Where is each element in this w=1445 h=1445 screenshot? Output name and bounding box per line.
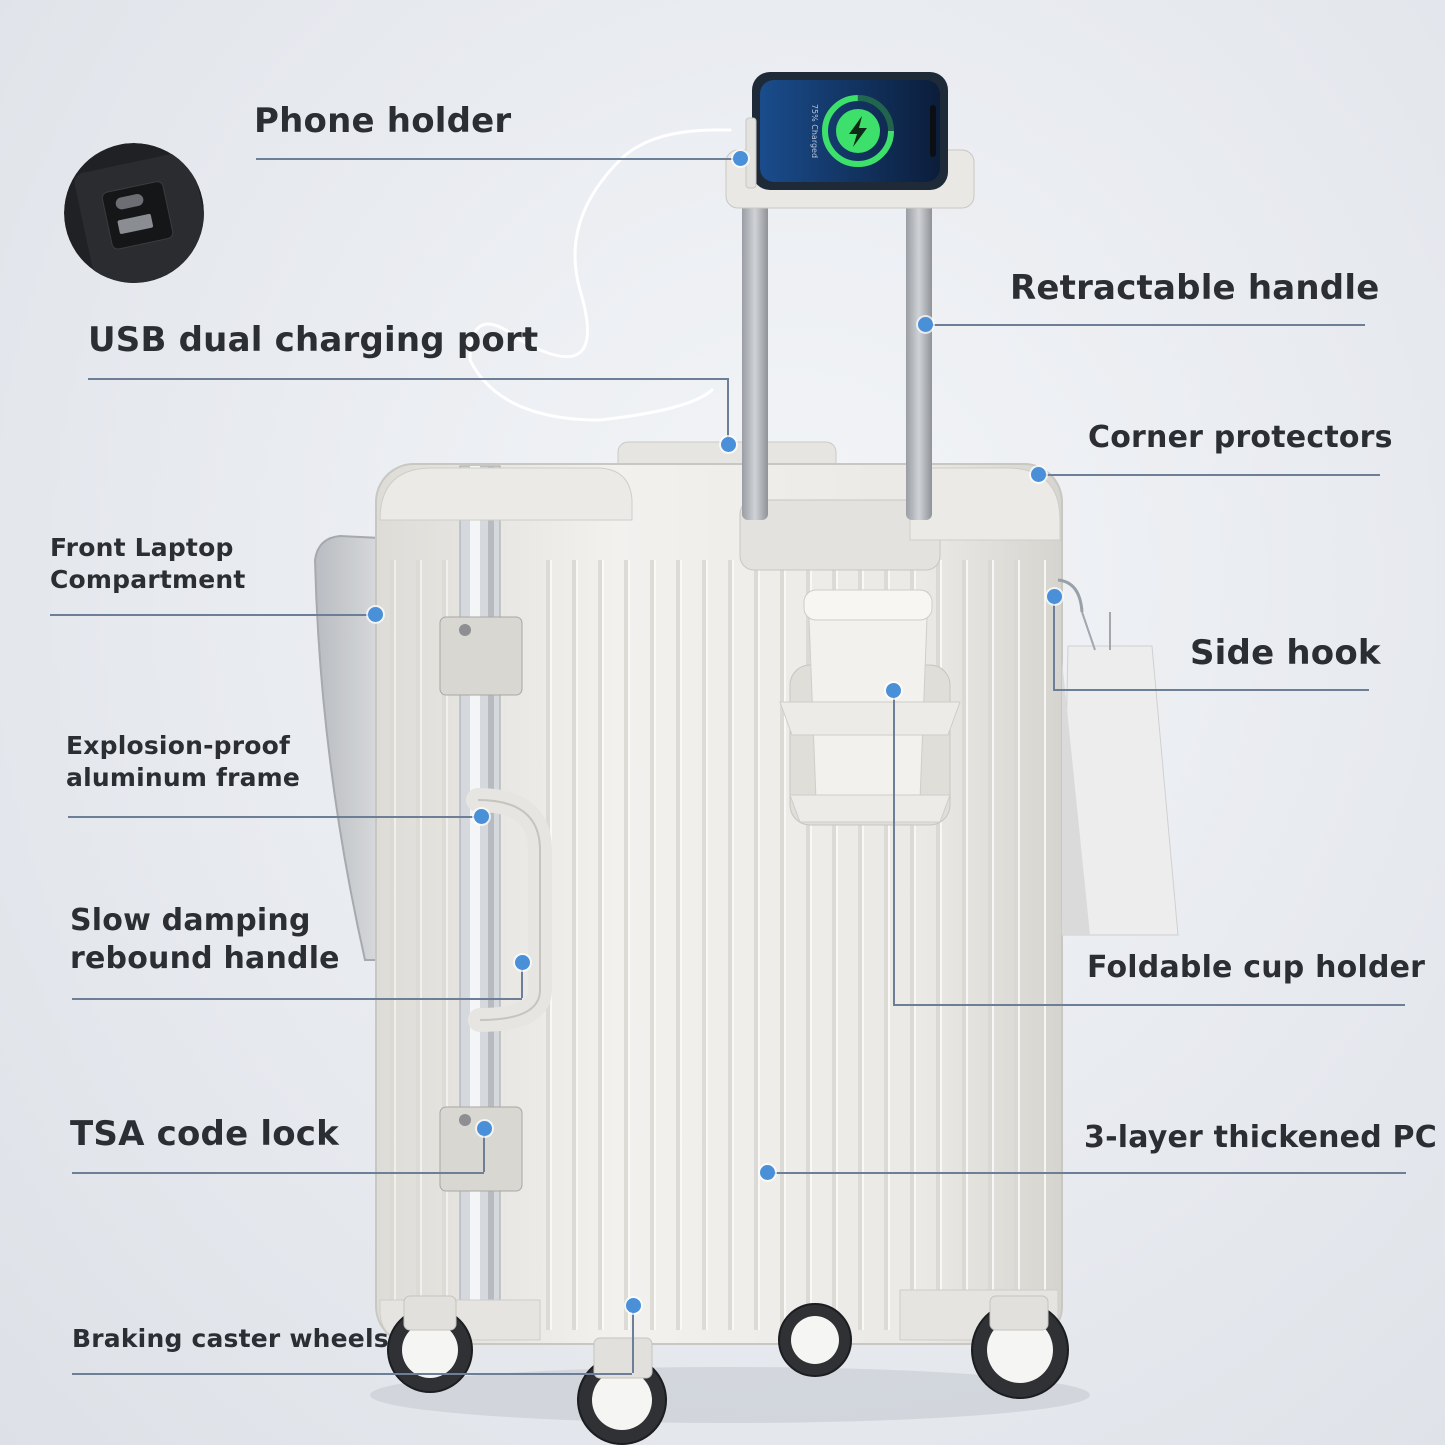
label-side-hook: Side hook <box>1190 633 1381 673</box>
leader-tsa-rise <box>483 1128 485 1172</box>
leader-usb-port <box>88 378 728 380</box>
marker-retractable-handle <box>917 316 933 332</box>
marker-phone-holder <box>732 150 748 166</box>
label-laptop-line2: Compartment <box>50 565 246 594</box>
leader-damping-rise <box>521 962 523 998</box>
marker-wheels <box>625 1297 641 1313</box>
label-pc-shell: 3-layer thickened PC <box>1084 1120 1437 1155</box>
marker-usb-port <box>720 436 736 452</box>
label-frame-line2: aluminum frame <box>66 763 301 792</box>
label-phone-holder: Phone holder <box>254 101 512 141</box>
marker-frame <box>473 808 489 824</box>
leader-cup-holder <box>893 1004 1405 1006</box>
label-tsa-lock: TSA code lock <box>70 1114 339 1154</box>
leader-retractable-handle <box>925 324 1365 326</box>
leader-tsa-lock <box>72 1172 484 1174</box>
leader-laptop <box>50 614 375 616</box>
leader-wheels-drop <box>632 1305 634 1373</box>
marker-pc-shell <box>759 1164 775 1180</box>
label-corner-protectors: Corner protectors <box>1088 420 1393 455</box>
leader-side-hook <box>1053 689 1369 691</box>
label-laptop-line1: Front Laptop <box>50 533 234 562</box>
leader-side-hook-drop <box>1053 596 1055 689</box>
leader-wheels <box>72 1373 632 1375</box>
marker-corner-protectors <box>1030 466 1046 482</box>
usb-port-badge <box>64 143 204 283</box>
marker-tsa-lock <box>476 1120 492 1136</box>
marker-cup-holder <box>885 682 901 698</box>
usb-port-icon <box>101 181 174 250</box>
label-frame-line1: Explosion-proof <box>66 731 291 760</box>
phone-screen-text: 75% Charged <box>810 104 819 158</box>
leader-frame <box>68 816 480 818</box>
marker-laptop <box>367 606 383 622</box>
leader-pc-shell <box>766 1172 1406 1174</box>
label-usb-port: USB dual charging port <box>88 320 539 360</box>
leader-phone-holder <box>256 158 740 160</box>
leader-usb-port-drop <box>727 378 729 444</box>
marker-damping <box>514 954 530 970</box>
leader-cup-holder-drop <box>893 690 895 1004</box>
label-damping-line1: Slow damping <box>70 903 311 938</box>
label-retractable-handle: Retractable handle <box>1010 268 1380 308</box>
leader-damping <box>72 998 522 1000</box>
label-cup-holder: Foldable cup holder <box>1087 950 1426 985</box>
marker-side-hook <box>1046 588 1062 604</box>
label-wheels: Braking caster wheels <box>72 1324 389 1353</box>
label-damping-line2: rebound handle <box>70 941 340 976</box>
leader-corner-protectors <box>1038 474 1380 476</box>
lightning-bolt-icon <box>849 116 867 147</box>
